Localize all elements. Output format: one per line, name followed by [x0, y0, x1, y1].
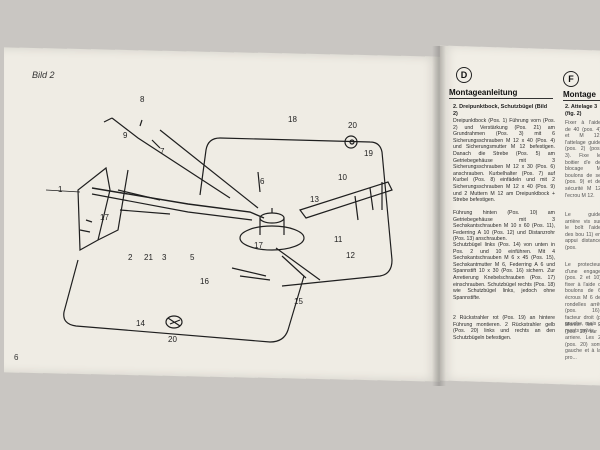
- heading-rule-fr: [563, 100, 600, 101]
- svg-text:19: 19: [364, 149, 373, 158]
- svg-text:9: 9: [123, 131, 128, 140]
- heading-de: Montageanleitung: [449, 88, 518, 97]
- svg-text:14: 14: [136, 319, 145, 328]
- svg-text:15: 15: [294, 297, 303, 306]
- svg-text:18: 18: [288, 115, 297, 124]
- page-number: 6: [14, 353, 19, 362]
- figure-label: Bild 2: [32, 70, 55, 80]
- svg-text:2: 2: [128, 253, 133, 262]
- frame-bar: [91, 187, 265, 219]
- svg-text:6: 6: [260, 177, 265, 186]
- guard-bar-left: [63, 259, 305, 343]
- svg-text:8: 8: [140, 95, 145, 104]
- svg-text:16: 16: [200, 277, 209, 286]
- reflector-bottom: [165, 315, 183, 329]
- svg-text:12: 12: [346, 251, 355, 260]
- svg-text:3: 3: [162, 253, 167, 262]
- paragraph-de-4: 2 Rückstrahler rot (Pos. 19) an hintere …: [453, 315, 555, 341]
- heading-rule-de: [449, 98, 553, 99]
- assembly-diagram: 8 9 7 6 18 20 19 10 13 12 11 1 17 2 21 3…: [45, 95, 393, 344]
- rear-guide: [299, 181, 393, 219]
- section-title-fr: 2. Attelage 3 (fig. 2): [565, 104, 598, 117]
- paragraph-de-2: Führung hinten (Pos. 10) am Getriebegehä…: [453, 210, 555, 243]
- paragraph-de-1: Dreipunktbock (Pos. 1) Führung vorn (Pos…: [453, 118, 555, 204]
- book-gutter: [432, 46, 446, 386]
- callout-numbers: 8 9 7 6 18 20 19 10 13 12 11 1 17 2 21 3…: [58, 95, 373, 344]
- paragraph-de-3: Schutzbügel links (Pos. 14) von unten in…: [453, 242, 555, 301]
- reflector-top: [344, 135, 358, 149]
- svg-text:1: 1: [58, 185, 63, 194]
- guard-bar-right: [219, 137, 393, 287]
- svg-text:10: 10: [338, 173, 347, 182]
- language-badge-de: D: [456, 67, 472, 83]
- paragraph-fr-4: Monter les 2 (pos. 19) sur l arriere. Le…: [565, 322, 600, 361]
- gear-housing: [239, 225, 305, 251]
- svg-text:5: 5: [190, 253, 195, 262]
- svg-text:20: 20: [168, 335, 177, 344]
- svg-text:21: 21: [144, 253, 153, 262]
- heading-fr: Montage: [563, 90, 596, 99]
- svg-text:17: 17: [100, 213, 109, 222]
- svg-text:17: 17: [254, 241, 263, 250]
- paragraph-fr-3: Le protecteur d'une engage (pos. 2 et 10…: [565, 262, 600, 334]
- three-point-bracket: [77, 166, 111, 252]
- svg-text:11: 11: [334, 235, 343, 244]
- paragraph-fr-2: Le guide arrière vis sur le boît l'aide …: [565, 212, 600, 251]
- paragraph-fr-1: Fixer à l'aide de 40 (pos. 4) et M 12, l…: [565, 120, 600, 199]
- svg-text:13: 13: [310, 195, 319, 204]
- svg-text:7: 7: [160, 147, 165, 156]
- crank-handle: [111, 117, 231, 199]
- svg-text:20: 20: [348, 121, 357, 130]
- section-title-de: 2. Dreipunktbock, Schutzbügel (Bild 2): [453, 104, 548, 117]
- language-badge-fr: F: [563, 71, 579, 87]
